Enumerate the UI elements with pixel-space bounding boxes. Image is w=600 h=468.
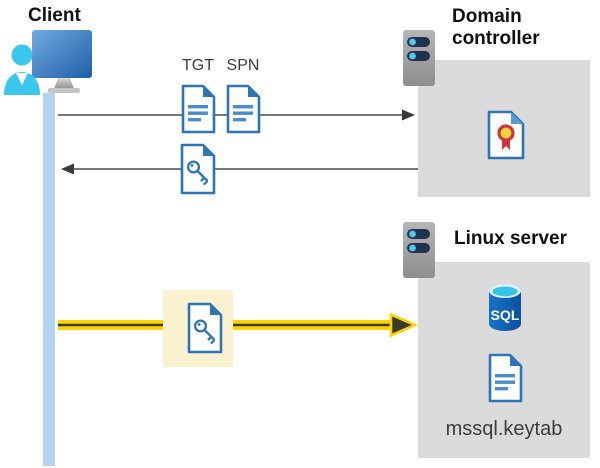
tgt-document-icon [180,84,217,134]
spn-label: SPN [226,57,260,74]
certificate-icon [486,110,526,160]
arrowhead-left [61,163,74,175]
sql-database-icon: SQL [487,282,523,334]
domain-controller-server-icon [402,29,436,87]
keytab-key-file-icon [186,302,224,354]
key-file-icon [179,143,217,195]
spn-document-icon [225,84,262,134]
linux-server-label: Linux server [454,228,567,249]
response-arrow [60,162,418,176]
person-collar [16,73,28,85]
client-lifeline [43,93,55,466]
keytab-document-icon [487,353,524,403]
sql-label: SQL [491,307,520,323]
person-head [11,44,33,66]
kerberos-auth-arrow [58,312,419,338]
monitor-stand [54,78,74,89]
user-workstation-icon [2,29,94,95]
monitor-base [48,88,80,93]
arrowhead-yellow [389,312,419,338]
domain-controller-label: Domain controller [452,6,540,50]
arrowhead-right [402,109,415,121]
monitor-icon [32,30,92,78]
client-label: Client [28,5,81,26]
linux-server-icon [402,221,436,279]
keytab-filename: mssql.keytab [445,418,563,440]
tgt-label: TGT [182,57,214,74]
